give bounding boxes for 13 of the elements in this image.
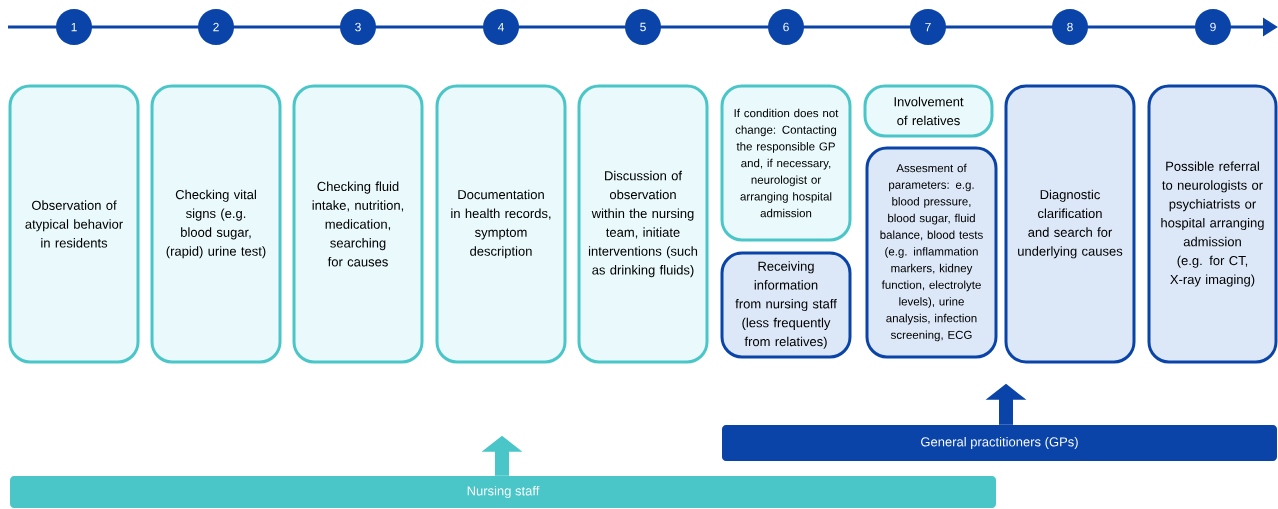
step-box: Receiving information from nursing staff (less frequently from relatives) <box>720 251 852 359</box>
step-box: Possible referral to neurologists or psychiatrists or hospital arranging admission (e.g. for CT, X-ray imaging) <box>1147 84 1278 364</box>
step-box: Checking fluid intake, nutrition, medication, searching for causes <box>292 84 424 364</box>
step-box: Assesment of parameters: e.g. blood pressure, blood sugar, fluid balance, blood tests (e.g. inflammation markers, kidney function, electrolyte levels), urine analysis, infection screening, ECG <box>865 146 998 359</box>
step-box: Involvement of relatives <box>863 84 994 138</box>
group-bar: General practitioners (GPs) <box>722 425 1277 461</box>
step-box: Discussion of observation within the nursing team, initiate interventions (such as drinking fluids) <box>577 84 709 364</box>
step-box: Diagnostic clarification and search for underlying causes <box>1004 84 1136 364</box>
step-box: If condition does not change: Contacting the responsible GP and, if necessary, neurologist or arranging hospital admission <box>720 84 852 242</box>
step-box: Documentation in health records, symptom description <box>435 84 567 364</box>
group-bar: Nursing staff <box>10 476 996 508</box>
step-box: Observation of atypical behavior in residents <box>8 84 140 364</box>
step-box: Checking vital signs (e.g. blood sugar, (rapid) urine test) <box>150 84 282 364</box>
